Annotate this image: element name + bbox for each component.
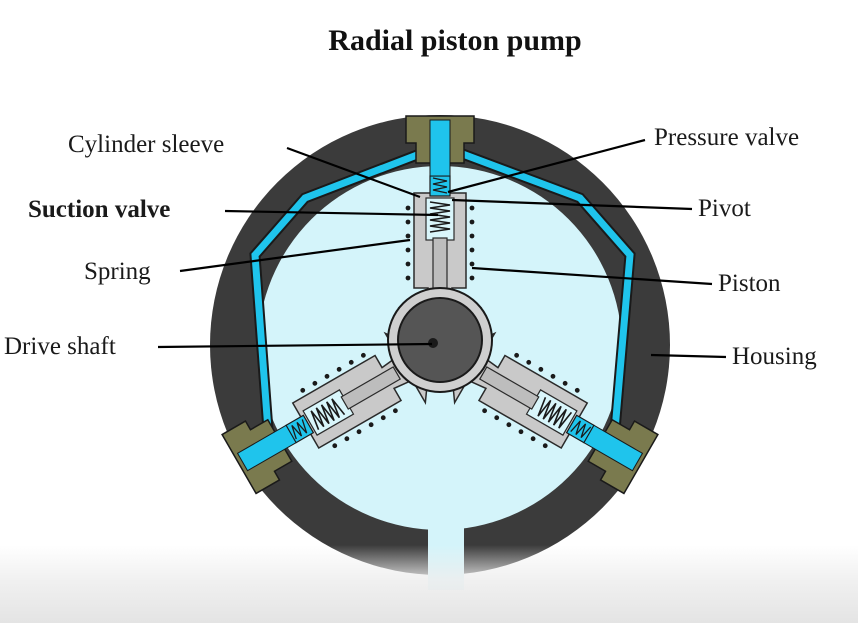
drive-shaft [397,297,483,383]
label-spring: Spring [84,258,151,285]
label-drive-shaft: Drive shaft [4,333,116,360]
label-suction-valve: Suction valve [28,196,171,223]
label-pressure-valve: Pressure valve [654,124,800,151]
diagram-title: Radial piston pump [328,24,582,57]
label-housing: Housing [732,343,817,370]
leader-lines [157,138,727,359]
label-cylinder-sleeve: Cylinder sleeve [68,131,225,158]
drain-slot [428,528,464,590]
shaft-center [428,338,438,348]
label-pivot: Pivot [698,195,751,222]
label-piston: Piston [718,270,781,297]
